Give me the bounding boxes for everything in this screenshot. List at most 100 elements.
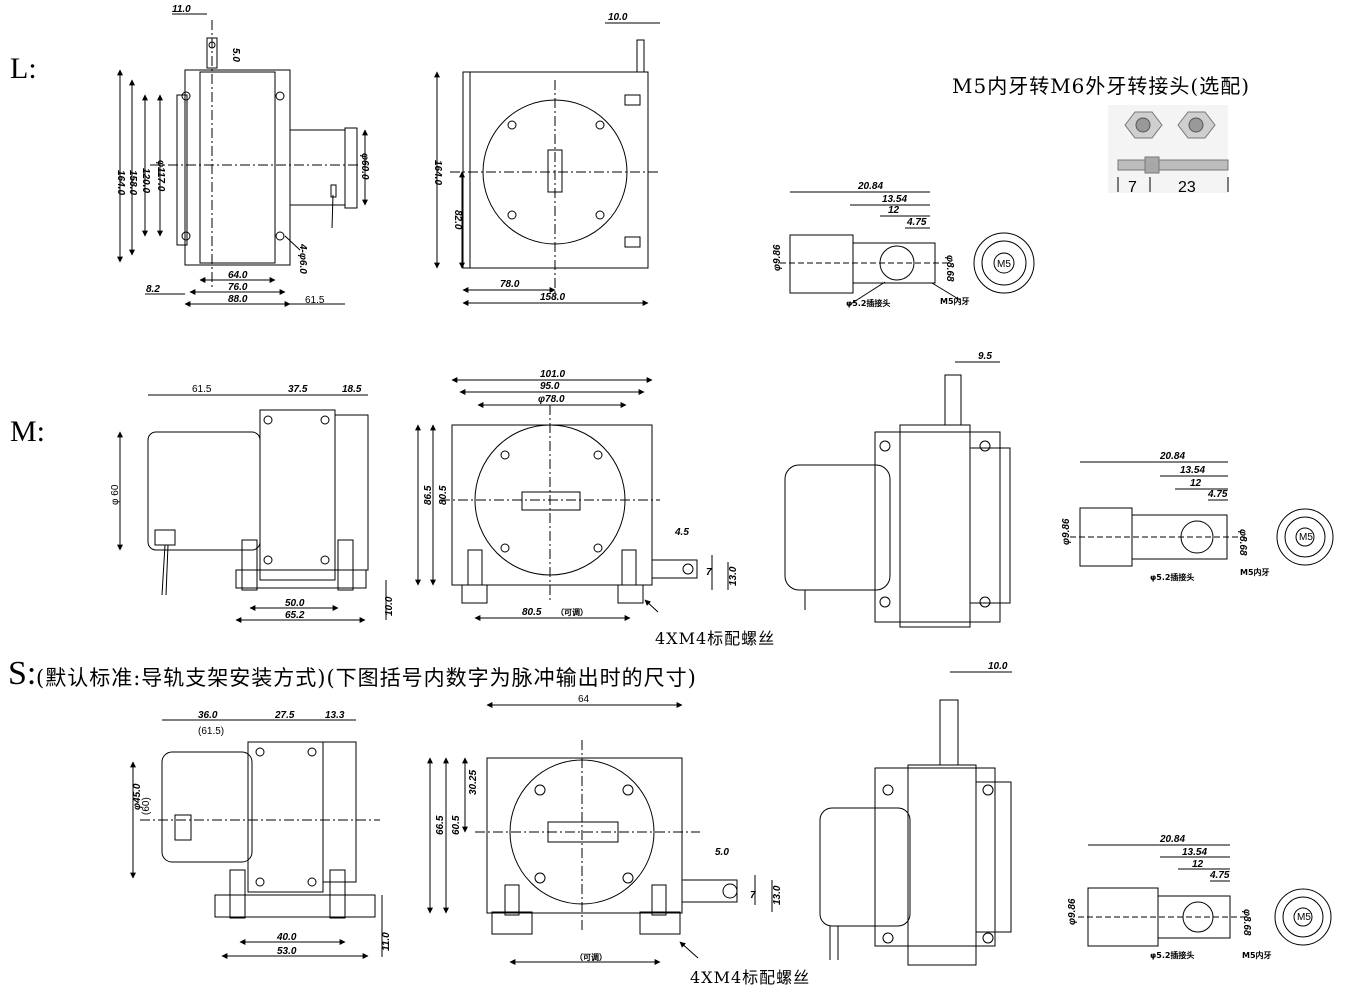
l-joint-12: 12 bbox=[888, 205, 900, 216]
l-joint-20-84: 20.84 bbox=[857, 181, 883, 192]
m-side-view bbox=[117, 394, 387, 623]
m-dim-78: φ78.0 bbox=[538, 394, 565, 405]
l-side-view bbox=[117, 13, 368, 307]
s-thread-label: M5内牙 bbox=[1242, 950, 1272, 960]
s-joint-13-54: 13.54 bbox=[1182, 847, 1207, 858]
l-dim-8-2: 8.2 bbox=[146, 284, 160, 295]
s-dim-27-5: 27.5 bbox=[274, 710, 295, 721]
m-dim-60: φ 60 bbox=[110, 484, 121, 505]
s-dim-64: 64 bbox=[578, 694, 590, 705]
m-adjustable-label: （可调） bbox=[556, 607, 588, 617]
l-dim-4-6: 4-φ6.0 bbox=[297, 243, 308, 274]
m-joint-12: 12 bbox=[1190, 478, 1202, 489]
l-dim-120: 120.0 bbox=[140, 168, 151, 193]
l-joint-4-75: 4.75 bbox=[906, 217, 927, 228]
m-m5-label: M5 bbox=[1299, 532, 1313, 543]
l-thread-label: M5内牙 bbox=[940, 296, 970, 306]
l-dim-76: 76.0 bbox=[228, 282, 248, 293]
s-dim-60p: (60) bbox=[141, 797, 152, 815]
s-screw-note: 4XM4标配螺丝 bbox=[690, 968, 811, 987]
m-front-view bbox=[415, 377, 729, 621]
s-dim-45: φ45.0 bbox=[132, 783, 143, 810]
m-dim-37-5: 37.5 bbox=[288, 384, 308, 395]
s-joint-20-84: 20.84 bbox=[1159, 834, 1185, 845]
s-dim-60-5: 60.5 bbox=[451, 815, 462, 835]
s-joint-8-68: φ8.68 bbox=[1241, 909, 1252, 936]
m-dim-80-5: 80.5 bbox=[438, 485, 449, 505]
l-dim-11: 11.0 bbox=[172, 4, 191, 15]
m-dim-80-5b: 80.5 bbox=[522, 607, 542, 618]
s-dim-13-3: 13.3 bbox=[325, 710, 345, 721]
s-adjustable-label: （可调） bbox=[575, 952, 607, 962]
adapter-dim-7: 7 bbox=[1128, 179, 1137, 196]
s-section-note: (默认标准:导轨支架安装方式)(下图括号内数字为脉冲输出时的尺寸) bbox=[36, 666, 697, 690]
l-m5-label: M5 bbox=[997, 259, 1011, 270]
m-dim-61-5: 61.5 bbox=[192, 384, 212, 395]
l-joint-9-86: φ9.86 bbox=[772, 244, 783, 271]
m-3d-view bbox=[784, 361, 1011, 628]
s-3d-view bbox=[819, 671, 1012, 966]
s-joint-4-75: 4.75 bbox=[1209, 870, 1230, 881]
m-joint-20-84: 20.84 bbox=[1159, 451, 1185, 462]
m-dim-9-5: 9.5 bbox=[978, 351, 992, 362]
s-dim-7: 7 bbox=[750, 890, 756, 901]
l-dim-88: 88.0 bbox=[228, 294, 248, 305]
m-dim-7: 7 bbox=[706, 567, 712, 578]
l-dim-158b: 158.0 bbox=[540, 292, 565, 303]
l-dim-10: 10.0 bbox=[608, 12, 628, 23]
s-joint-drawing bbox=[1078, 844, 1332, 947]
m-dim-10: 10.0 bbox=[384, 596, 395, 616]
m-thread-label: M5内牙 bbox=[1240, 567, 1270, 577]
section-label-M: M: bbox=[10, 415, 46, 448]
m-dim-18-5: 18.5 bbox=[342, 384, 362, 395]
m-dim-13: 13.0 bbox=[728, 566, 739, 586]
m-screw-note: 4XM4标配螺丝 bbox=[655, 629, 776, 648]
l-joint-label: φ5.2插接头 bbox=[846, 298, 890, 308]
adapter-photo bbox=[1108, 105, 1229, 193]
s-dim-53: 53.0 bbox=[277, 946, 297, 957]
m-dim-50: 50.0 bbox=[285, 598, 305, 609]
adapter-dim-23: 23 bbox=[1178, 179, 1196, 196]
l-front-view bbox=[434, 22, 660, 306]
m-joint-4-75: 4.75 bbox=[1207, 489, 1228, 500]
l-joint-8-68: φ8.68 bbox=[944, 255, 955, 282]
s-dim-11: 11.0 bbox=[381, 932, 392, 951]
m-joint-8-68: φ8.68 bbox=[1237, 529, 1248, 556]
l-dim-117: φ117.0 bbox=[155, 160, 166, 192]
l-dim-60: φ60.0 bbox=[359, 153, 370, 180]
m-dim-65-2: 65.2 bbox=[285, 610, 305, 621]
l-dim-64: 64.0 bbox=[228, 270, 248, 281]
l-joint-13-54: 13.54 bbox=[882, 194, 907, 205]
m-joint-9-86: φ9.86 bbox=[1061, 518, 1072, 545]
l-dim-5: 5.0 bbox=[230, 48, 241, 62]
l-dim-61-5: 61.5 bbox=[305, 295, 325, 306]
s-side-view bbox=[130, 719, 383, 959]
l-dim-158: 158.0 bbox=[127, 170, 138, 195]
m-joint-drawing bbox=[1070, 461, 1334, 567]
m-dim-95: 95.0 bbox=[540, 381, 560, 392]
s-joint-9-86: φ9.86 bbox=[1067, 898, 1078, 925]
l-dim-164b: 164.0 bbox=[432, 160, 443, 185]
section-label-L: L: bbox=[10, 52, 37, 85]
s-dim-5: 5.0 bbox=[715, 847, 729, 858]
section-label-S: S: bbox=[8, 655, 37, 692]
s-dim-10: 10.0 bbox=[988, 661, 1008, 672]
s-dim-61-5p: (61.5) bbox=[198, 726, 224, 737]
l-dim-164: 164.0 bbox=[115, 170, 126, 195]
adapter-title: M5内牙转M6外牙转接头(选配) bbox=[952, 74, 1251, 98]
s-dim-30-25: 30.25 bbox=[468, 770, 479, 795]
s-m5-label: M5 bbox=[1297, 912, 1311, 923]
m-joint-label: φ5.2插接头 bbox=[1150, 572, 1194, 582]
s-dim-66-5: 66.5 bbox=[435, 815, 446, 835]
s-joint-12: 12 bbox=[1192, 859, 1204, 870]
l-joint-drawing bbox=[780, 191, 1035, 306]
m-joint-13-54: 13.54 bbox=[1180, 465, 1205, 476]
s-front-view bbox=[427, 702, 773, 965]
m-dim-4-5: 4.5 bbox=[674, 527, 689, 538]
s-dim-40: 40.0 bbox=[276, 932, 297, 943]
s-dim-36: 36.0 bbox=[198, 710, 218, 721]
s-dim-13: 13.0 bbox=[772, 885, 783, 905]
m-dim-101: 101.0 bbox=[540, 369, 565, 380]
l-dim-78: 78.0 bbox=[500, 279, 520, 290]
